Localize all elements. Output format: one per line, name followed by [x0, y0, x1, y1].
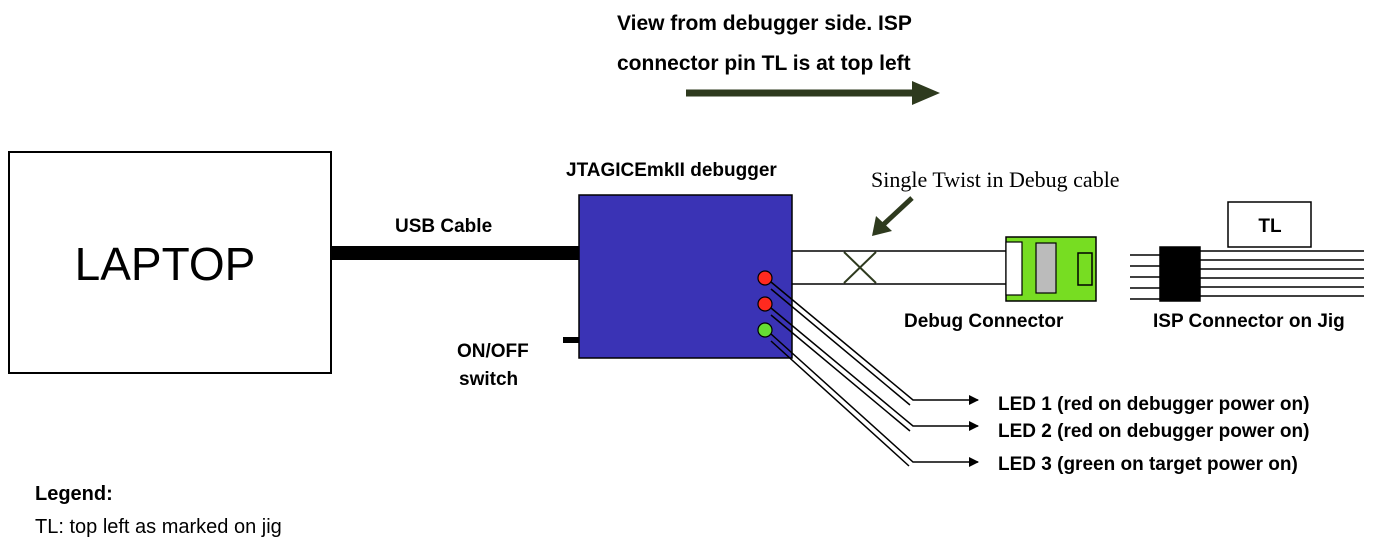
debugger-box: [578, 194, 793, 359]
header-line-1: View from debugger side. ISP: [617, 12, 912, 35]
debug-connector-label: Debug Connector: [904, 311, 1064, 332]
led-2-indicator: [757, 296, 773, 312]
led-3-indicator: [757, 322, 773, 338]
led-3-leader: [770, 333, 979, 467]
twist-label: Single Twist in Debug cable: [871, 167, 1120, 192]
debugger-label: JTAGICEmkII debugger: [566, 160, 777, 181]
isp-connector-label: ISP Connector on Jig: [1153, 311, 1345, 332]
led-3-label: LED 3 (green on target power on): [998, 454, 1298, 475]
laptop-box: [8, 151, 332, 374]
switch-label-line-1: ON/OFF: [457, 341, 529, 362]
led-2-leader: [770, 307, 979, 432]
legend-title: Legend:: [35, 483, 113, 505]
led-2-label: LED 2 (red on debugger power on): [998, 421, 1309, 442]
led-1-leader: [770, 281, 979, 406]
led-1-label: LED 1 (red on debugger power on): [998, 394, 1309, 415]
led-1-indicator: [757, 270, 773, 286]
twist-pointer-arrow: [872, 196, 914, 236]
laptop-label: LAPTOP: [75, 238, 256, 290]
on-off-switch-lever[interactable]: [563, 337, 579, 343]
legend-entry: TL: top left as marked on jig: [35, 516, 282, 538]
view-direction-arrow: [686, 81, 940, 105]
debug-connector: [1005, 236, 1097, 302]
switch-label-line-2: switch: [459, 369, 518, 390]
header-line-2: connector pin TL is at top left: [617, 52, 911, 75]
tl-marker-box: [1227, 201, 1312, 248]
usb-cable: [331, 246, 581, 260]
debug-cable: [792, 250, 1006, 285]
isp-connector: [1130, 246, 1364, 302]
cable-twist-mark: [843, 251, 877, 284]
usb-cable-label: USB Cable: [395, 216, 492, 237]
tl-marker-label: TL: [1258, 216, 1282, 237]
